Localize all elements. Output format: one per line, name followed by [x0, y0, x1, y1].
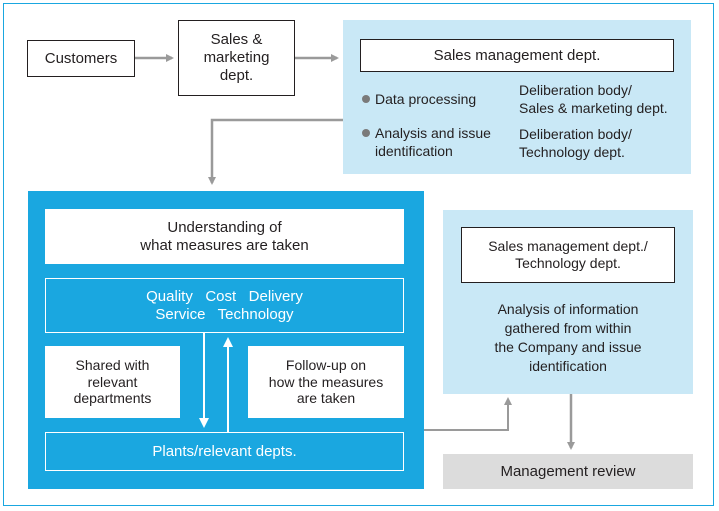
- sales-marketing-line-2: marketing: [203, 49, 270, 66]
- understanding-line-1: Understanding of: [167, 218, 282, 236]
- qcd-line-1: Quality Cost Delivery: [146, 287, 303, 305]
- analysis-title-box: Sales management dept./ Technology dept.: [461, 227, 675, 283]
- qcd-line-2: Service Technology: [155, 305, 294, 323]
- sales-marketing-box: Sales & marketing dept.: [178, 20, 295, 96]
- bullet-analysis: Analysis and issue identification: [362, 125, 491, 160]
- analysis-text-line-3: the Company and issue: [494, 339, 642, 355]
- bullet-icon: [362, 95, 370, 104]
- analysis-text-line-2: gathered from within: [504, 320, 632, 337]
- deliberation-sales-line-2: Sales & marketing dept.: [519, 99, 668, 116]
- bullet-analysis-line-1: Analysis and issue: [375, 125, 491, 141]
- management-review-box: Management review: [443, 454, 693, 489]
- bullet-analysis-line-2: identification: [375, 142, 453, 159]
- understanding-line-2: what measures are taken: [140, 236, 309, 254]
- followup-line-3: are taken: [296, 390, 356, 407]
- deliberation-sales: Deliberation body/ Sales & marketing dep…: [519, 82, 668, 117]
- shared-line-3: departments: [73, 390, 152, 407]
- sales-management-title-box: Sales management dept.: [360, 39, 674, 72]
- analysis-text-line-1: Analysis of information: [497, 301, 639, 318]
- understanding-box: Understanding of what measures are taken: [45, 209, 404, 264]
- followup-box: Follow-up on how the measures are taken: [248, 346, 404, 418]
- qcd-box: Quality Cost Delivery Service Technology: [45, 278, 404, 333]
- analysis-text: Analysis of information gathered from wi…: [451, 292, 685, 384]
- plants-label: Plants/relevant depts.: [152, 442, 297, 460]
- analysis-title-line-2: Technology dept.: [515, 255, 621, 271]
- bullet-icon: [362, 129, 370, 138]
- customers-box: Customers: [27, 40, 135, 77]
- deliberation-technology-line-1: Deliberation body/: [519, 126, 632, 142]
- followup-line-1: Follow-up on: [285, 356, 367, 373]
- deliberation-technology-line-2: Technology dept.: [519, 143, 625, 160]
- customers-label: Customers: [44, 49, 118, 67]
- management-review-label: Management review: [500, 462, 636, 480]
- diagram-frame: [3, 3, 714, 506]
- deliberation-technology: Deliberation body/ Technology dept.: [519, 126, 632, 161]
- sales-management-title: Sales management dept.: [433, 46, 601, 64]
- analysis-text-line-4: identification: [529, 357, 607, 374]
- bullet-data-processing-label: Data processing: [375, 91, 477, 107]
- plants-box: Plants/relevant depts.: [45, 432, 404, 471]
- shared-line-1: Shared with: [75, 356, 150, 373]
- shared-line-2: relevant: [87, 373, 138, 390]
- shared-box: Shared with relevant departments: [45, 346, 180, 418]
- sales-marketing-line-3: dept.: [219, 67, 254, 84]
- deliberation-sales-line-1: Deliberation body/: [519, 82, 632, 98]
- sales-marketing-line-1: Sales &: [210, 31, 263, 48]
- bullet-data-processing: Data processing: [362, 91, 476, 109]
- followup-line-2: how the measures: [268, 373, 384, 390]
- analysis-title-line-1: Sales management dept./: [488, 238, 648, 255]
